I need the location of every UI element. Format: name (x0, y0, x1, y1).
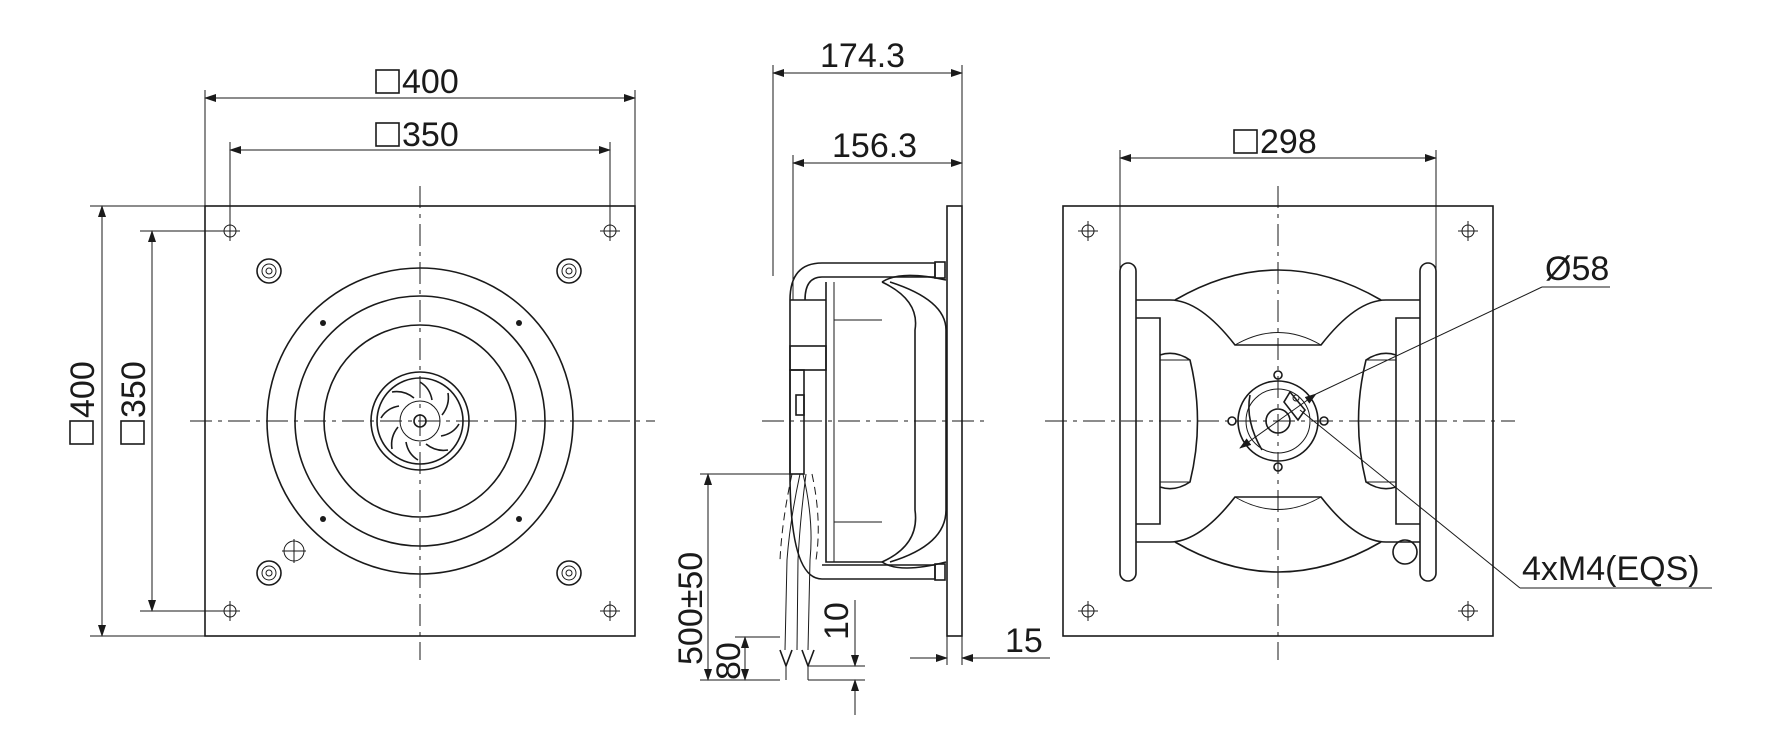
front-height-label: 400 (64, 361, 102, 418)
rear-bracket-width-label: 298 (1260, 123, 1317, 161)
ground-terminal-icon (1392, 539, 1418, 565)
side-cable-strip-label: 80 (710, 642, 748, 680)
mounting-hole-icon (600, 601, 620, 621)
side-wire-strip-label: 10 (818, 602, 856, 640)
mounting-hole-icon (1078, 221, 1098, 241)
ground-hole-icon (282, 539, 306, 563)
screw-nut-icon (256, 560, 282, 586)
rear-view: 298 Ø58 4xM4(EQS) (1045, 123, 1712, 660)
screw-nut-icon (556, 258, 582, 284)
side-view: 174.3 156.3 15 500±50 80 10 (672, 37, 1050, 715)
motor-hub-icon (370, 371, 470, 471)
mounting-hole-icon (1458, 221, 1478, 241)
cable-end-icon (779, 649, 815, 680)
side-plate-label: 15 (1005, 622, 1043, 660)
mounting-hole-icon (1458, 601, 1478, 621)
side-depth-label: 174.3 (820, 37, 905, 75)
rear-thread-label: 4xM4(EQS) (1522, 550, 1700, 588)
front-hole-width-label: 350 (402, 116, 459, 154)
mounting-hole-icon (1078, 601, 1098, 621)
rear-hub-diameter-label: Ø58 (1545, 250, 1609, 288)
screw-nut-icon (256, 258, 282, 284)
screw-nut-icon (556, 560, 582, 586)
front-view: 400 350 400 350 (64, 63, 655, 660)
side-cable-length-label: 500±50 (672, 552, 710, 665)
front-width-label: 400 (402, 63, 459, 101)
front-hole-height-label: 350 (115, 361, 153, 418)
side-body-depth-label: 156.3 (832, 127, 917, 165)
